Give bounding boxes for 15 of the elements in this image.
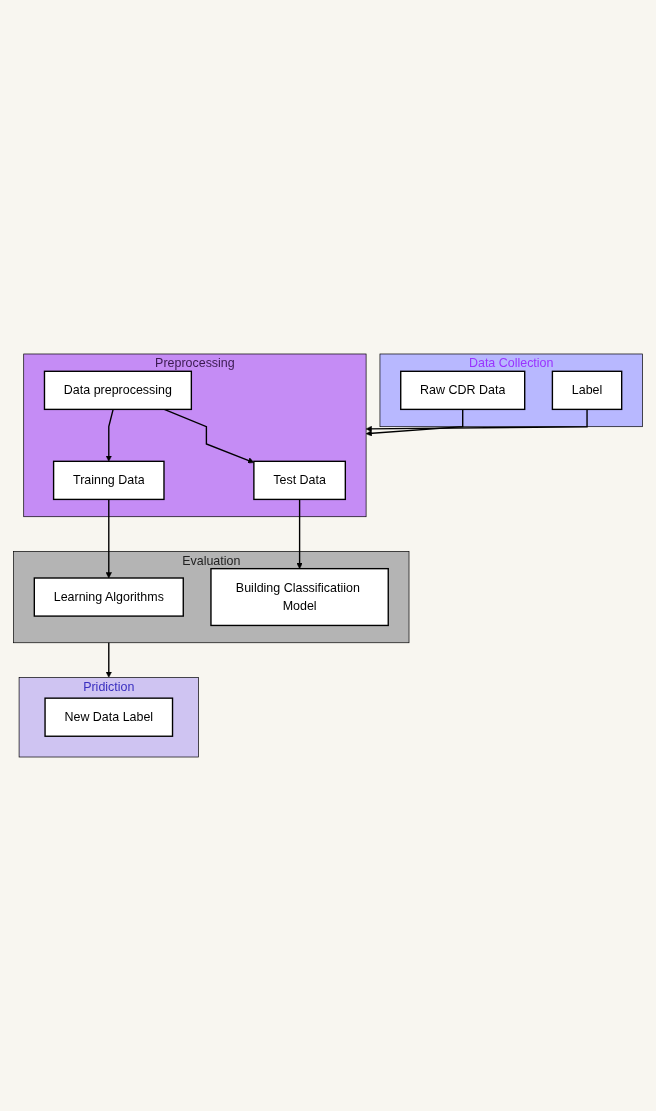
- node-box: Label: [551, 370, 623, 411]
- arrow: [365, 408, 464, 437]
- node-box: Data preprocessing: [43, 370, 193, 411]
- arrow: [296, 498, 303, 569]
- arrow: [365, 408, 588, 432]
- arrow: [163, 408, 255, 464]
- node-box: Trainng Data: [52, 460, 165, 501]
- node-box: Learning Algorithms: [33, 577, 184, 617]
- arrow: [105, 642, 112, 678]
- arrow: [105, 408, 114, 462]
- node-box: Test Data: [253, 460, 346, 501]
- node-box: New Data Label: [44, 697, 174, 737]
- node-box: Building Classificatiion Model: [210, 567, 389, 627]
- node-box: Raw CDR Data: [400, 370, 526, 411]
- arrow: [105, 498, 112, 579]
